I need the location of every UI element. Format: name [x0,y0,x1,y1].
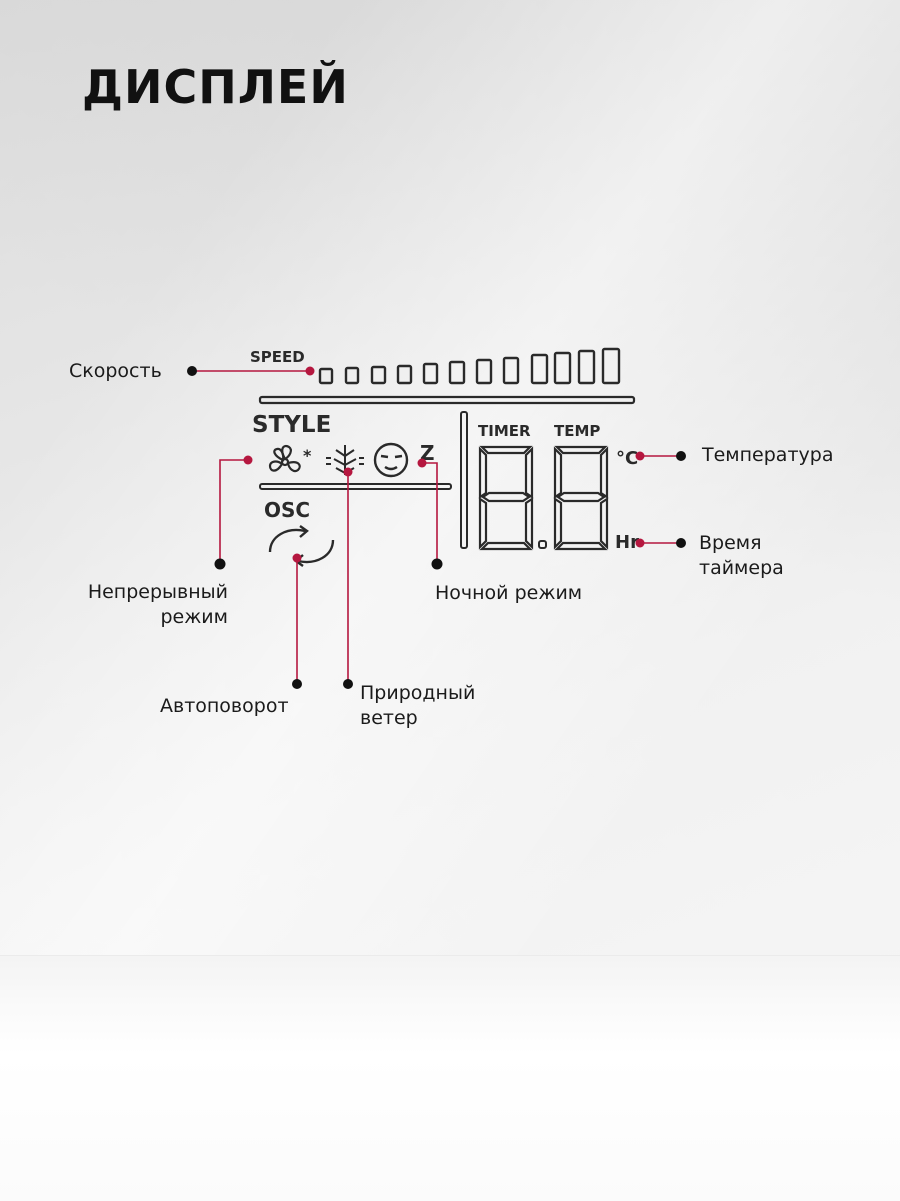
speed-divider [258,395,636,405]
label-natural-wind: Природный ветер [360,681,475,731]
label-timer-line1: Время [699,532,762,554]
style-divider [259,483,452,490]
sleep-face-icon [373,442,409,478]
label-temperature: Температура [702,444,834,466]
label-timer: Время таймера [699,531,784,581]
speed-bars [318,347,621,385]
celsius-unit: °C [616,448,638,469]
label-natural-line2: ветер [360,707,418,729]
label-continuous-line2: режим [160,606,228,628]
lcd-panel: SPEED STYLE * [250,347,639,567]
label-continuous: Непрерывный режим [68,580,228,630]
decimal-point [538,540,547,549]
page-title: ДИСПЛЕЙ [82,60,349,114]
fan-icon [268,444,301,473]
callout-dots [187,366,686,689]
timer-label: TIMER [478,422,531,440]
seven-segment-digit-1 [478,445,534,551]
fan-star: * [303,446,312,465]
label-timer-line2: таймера [699,557,784,579]
oscillation-icon [268,525,335,567]
background-floor [0,955,900,1201]
label-continuous-line1: Непрерывный [87,581,228,603]
label-speed: Скорость [69,360,162,382]
vertical-divider [460,411,468,549]
temp-label: TEMP [554,422,600,440]
style-label: STYLE [252,412,331,438]
seven-segment-digit-2 [553,445,609,551]
label-auto-rotate: Автоповорот [160,695,289,717]
hours-unit: Hr [615,532,639,553]
callout-lines [192,370,681,684]
speed-label: SPEED [250,348,305,366]
osc-label: OSC [264,498,310,522]
label-night: Ночной режим [435,582,583,604]
label-natural-line1: Природный [360,682,476,704]
